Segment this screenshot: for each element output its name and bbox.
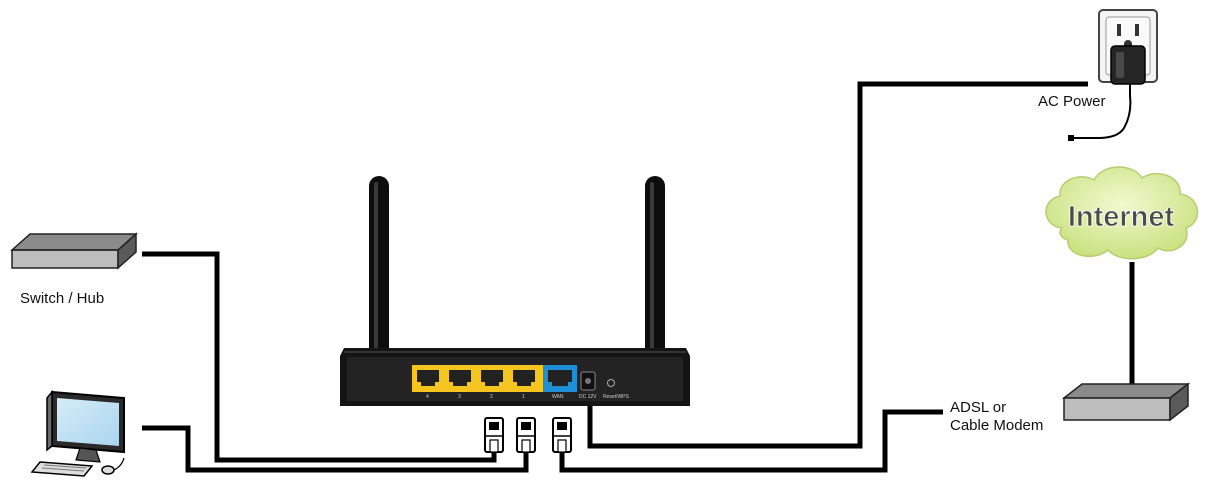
ac-adapter (1068, 9, 1158, 141)
lan-port-2-label: 2 (490, 394, 493, 400)
internet-label: Internet (1068, 201, 1175, 233)
ac-power-label: AC Power (1038, 93, 1106, 110)
power-cable (587, 81, 1088, 449)
internet-cloud: Internet (1045, 166, 1199, 260)
computer-icon (30, 389, 125, 477)
cables (142, 81, 1135, 473)
modem-device (1061, 382, 1191, 422)
reset-button (607, 379, 615, 387)
rj45-connector (484, 417, 504, 453)
modem-label-line2: Cable Modem (950, 417, 1044, 434)
lan-port-4-label: 4 (426, 394, 429, 400)
power-jack-label: DC 12V (579, 394, 597, 400)
wan-port-label: WAN (552, 394, 564, 400)
lan-port-1-label: 1 (522, 394, 525, 400)
modem-label-line1: ADSL or (950, 399, 1007, 416)
switch-cable (142, 251, 497, 463)
switch-hub-device (10, 232, 138, 270)
reset-label: Reset/WPS (603, 394, 630, 400)
computer-cable (142, 425, 529, 473)
switch-hub-label: Switch / Hub (20, 290, 105, 307)
lan-port-3-label: 3 (458, 394, 461, 400)
lan-ports (417, 370, 535, 386)
modem-cable (559, 409, 943, 473)
rj45-connectors (484, 417, 572, 453)
rj45-connector (552, 417, 572, 453)
router: 4 3 2 1 WAN DC 12V Reset/WPS (340, 348, 690, 406)
rj45-connector (516, 417, 536, 453)
adapter-cord (1072, 84, 1132, 139)
